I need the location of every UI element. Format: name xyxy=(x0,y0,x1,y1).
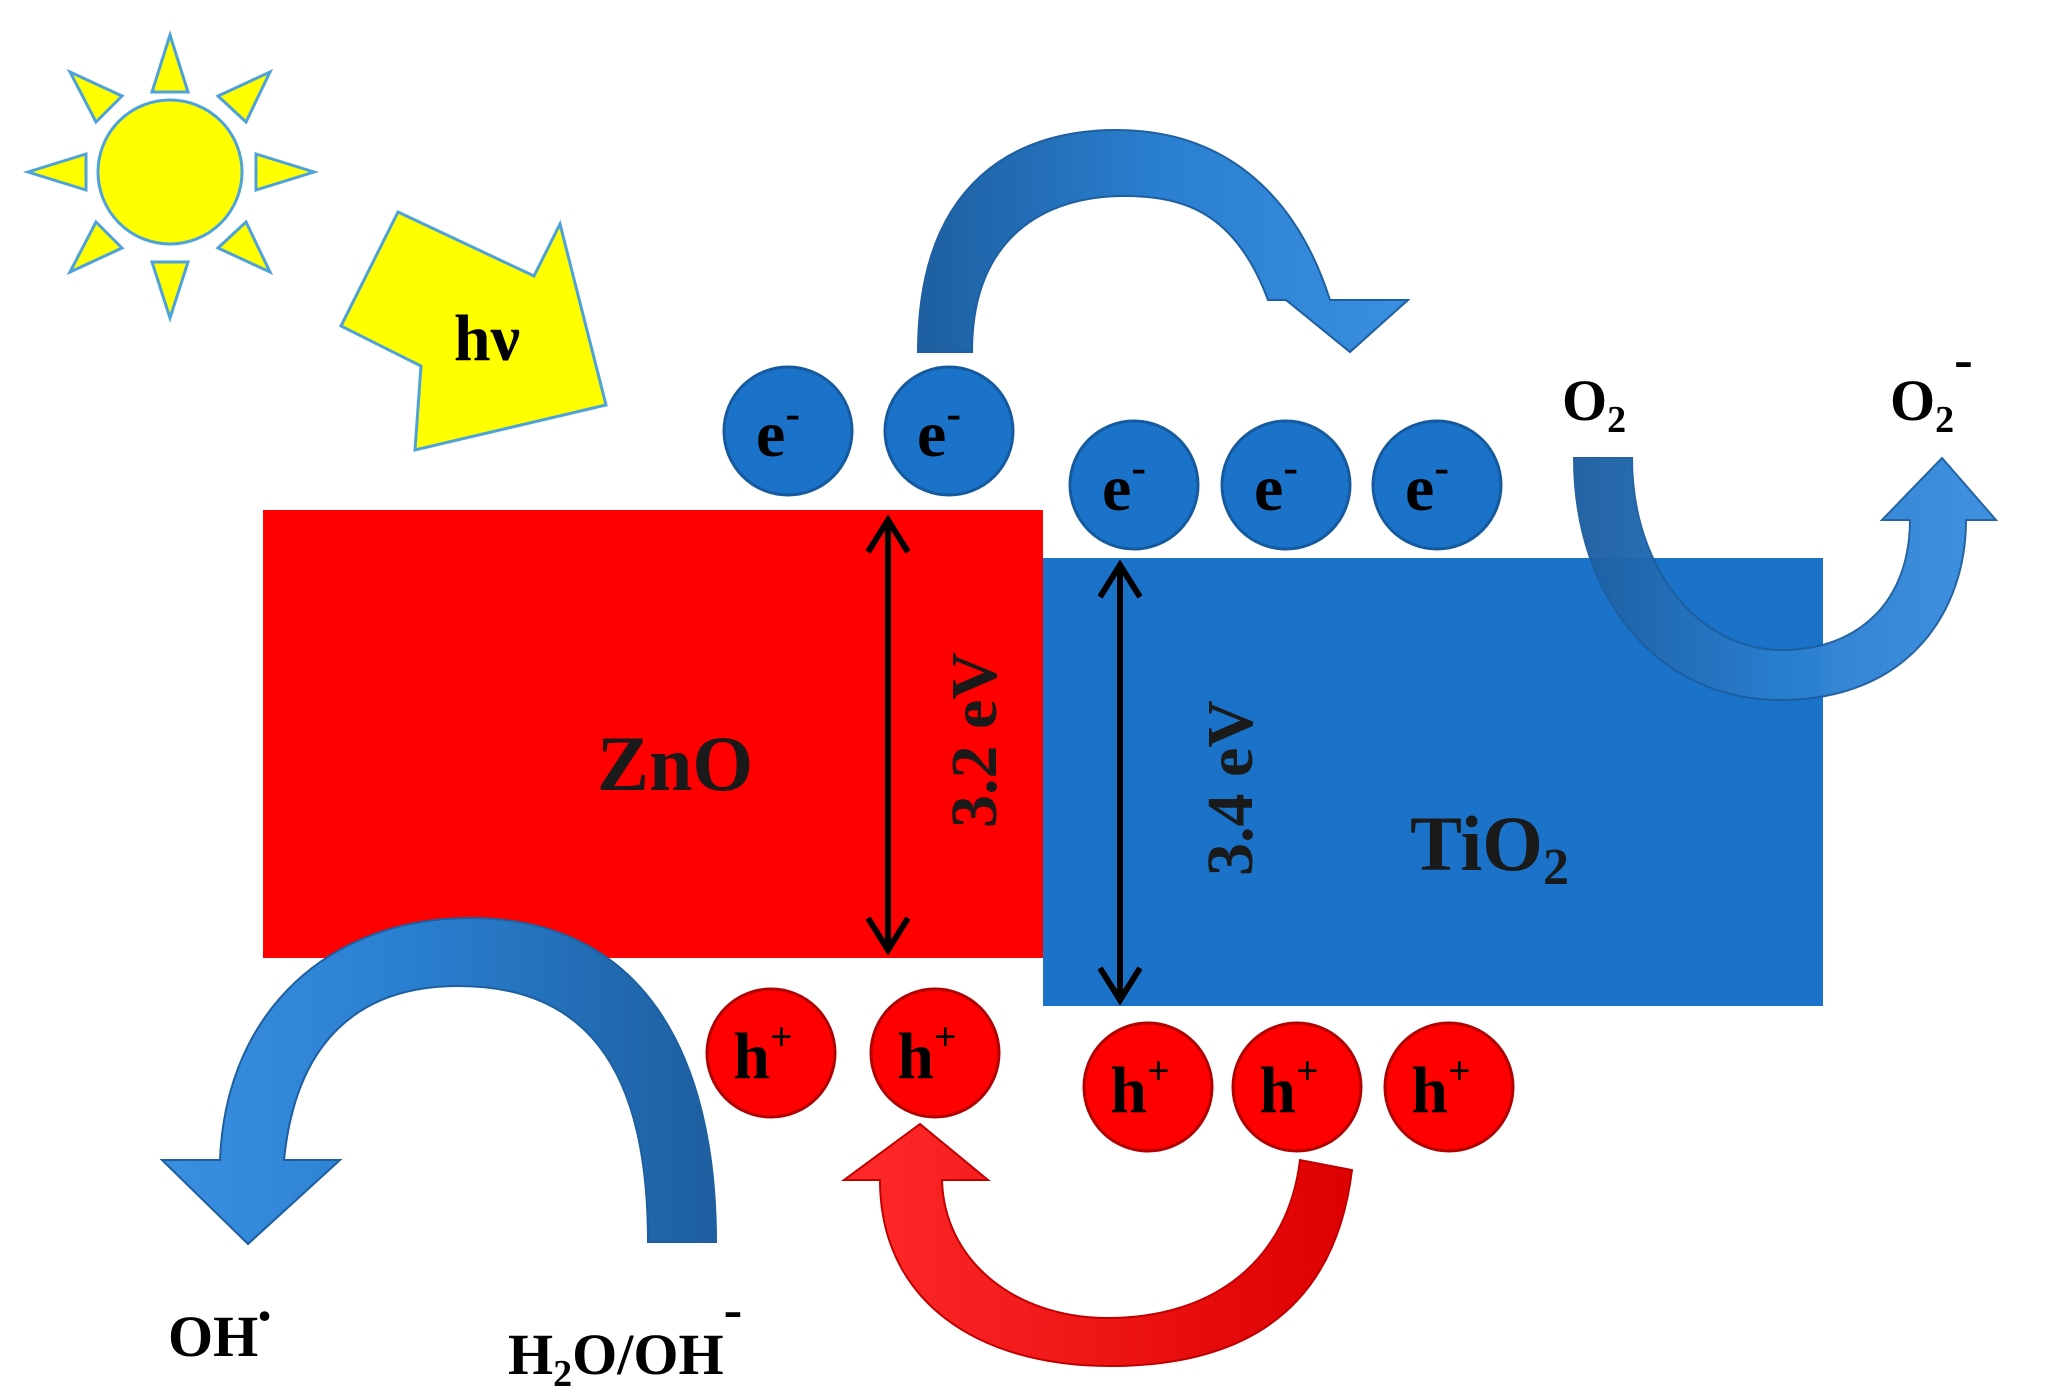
zno-band-gap-label: 3.2 eV xyxy=(938,652,1011,828)
electron: e- xyxy=(1068,419,1200,551)
electron-transfer-arrow xyxy=(916,128,1411,354)
oxygen-sub: 2 xyxy=(1607,399,1626,441)
holes-tio2: h+ h+ h+ xyxy=(1082,1021,1515,1153)
hole-charge: + xyxy=(934,1014,957,1059)
electron-charge: - xyxy=(1131,443,1146,492)
svg-text:h+: h+ xyxy=(897,1014,957,1093)
svg-text:h+: h+ xyxy=(733,1014,793,1093)
hydroxyl-radical-label: OH• xyxy=(168,1296,271,1369)
water-oxidation-arrow xyxy=(159,916,718,1246)
hydroxyl-sup: • xyxy=(258,1296,271,1336)
hole: h+ xyxy=(1082,1021,1214,1153)
oxygen-label: O2 xyxy=(1562,368,1626,441)
hole-symbol: h xyxy=(733,1020,770,1093)
electron-symbol: e xyxy=(1405,452,1434,525)
zno-label: ZnO xyxy=(597,720,753,807)
tio2-label-sub: 2 xyxy=(1543,839,1569,896)
electron-symbol: e xyxy=(1102,452,1131,525)
hole-symbol: h xyxy=(897,1020,934,1093)
svg-text:h+: h+ xyxy=(1110,1048,1170,1127)
superoxide-label: O2- xyxy=(1890,329,1973,441)
hole: h+ xyxy=(1383,1021,1515,1153)
zno-band-gap-arrow xyxy=(865,514,911,956)
hole-charge: + xyxy=(1147,1048,1170,1093)
hole: h+ xyxy=(869,987,1001,1119)
svg-text:e-: e- xyxy=(1102,443,1146,525)
hole-charge: + xyxy=(1448,1048,1471,1093)
hole: h+ xyxy=(705,987,837,1119)
hole-transfer-arrow xyxy=(840,1122,1354,1368)
electron-symbol: e xyxy=(917,398,946,471)
electron: e- xyxy=(883,365,1015,497)
tio2-block: TiO2 xyxy=(1043,558,1823,1006)
svg-text:e-: e- xyxy=(1254,443,1298,525)
electron-charge: - xyxy=(1283,443,1298,492)
hole-charge: + xyxy=(1296,1048,1319,1093)
hole-charge: + xyxy=(770,1014,793,1059)
water-sub: 2 xyxy=(553,1353,572,1395)
electron: e- xyxy=(1220,419,1352,551)
hydroxyl-base: OH xyxy=(168,1304,258,1369)
superoxide-base: O xyxy=(1890,368,1935,433)
electrons-tio2: e- e- e- xyxy=(1068,419,1503,551)
superoxide-sup: - xyxy=(1954,329,1973,391)
electron: e- xyxy=(722,365,854,497)
oxygen-base: O xyxy=(1562,368,1607,433)
superoxide-sub: 2 xyxy=(1935,399,1954,441)
svg-text:e-: e- xyxy=(1405,443,1449,525)
hole-symbol: h xyxy=(1411,1054,1448,1127)
electron-symbol: e xyxy=(1254,452,1283,525)
oxygen-reduction-arrow xyxy=(1572,456,1999,702)
electron-charge: - xyxy=(785,389,800,438)
hole: h+ xyxy=(1231,1021,1363,1153)
tio2-band-gap-label: 3.4 eV xyxy=(1194,700,1267,876)
hole-symbol: h xyxy=(1259,1054,1296,1127)
water-label: H2O/OH- xyxy=(508,1279,742,1395)
electron: e- xyxy=(1371,419,1503,551)
light-arrow: hν xyxy=(338,210,608,452)
svg-text:h+: h+ xyxy=(1411,1048,1471,1127)
hole-symbol: h xyxy=(1110,1054,1147,1127)
svg-text:e-: e- xyxy=(917,389,961,471)
svg-text:e-: e- xyxy=(756,389,800,471)
tio2-label: TiO2 xyxy=(1410,800,1569,896)
electrons-zno: e- e- xyxy=(722,365,1015,497)
zno-block: ZnO xyxy=(263,510,1043,958)
electron-charge: - xyxy=(1434,443,1449,492)
electron-charge: - xyxy=(946,389,961,438)
tio2-label-base: TiO xyxy=(1410,800,1543,887)
water-sup: - xyxy=(724,1279,743,1341)
electron-symbol: e xyxy=(756,398,785,471)
svg-text:h+: h+ xyxy=(1259,1048,1319,1127)
sun-icon xyxy=(22,30,320,323)
tio2-band-gap-arrow xyxy=(1097,559,1143,1006)
hv-label: hν xyxy=(454,302,520,375)
water-h: H xyxy=(508,1322,553,1387)
water-rest: O/OH xyxy=(572,1322,723,1387)
holes-zno: h+ h+ xyxy=(705,987,1001,1119)
